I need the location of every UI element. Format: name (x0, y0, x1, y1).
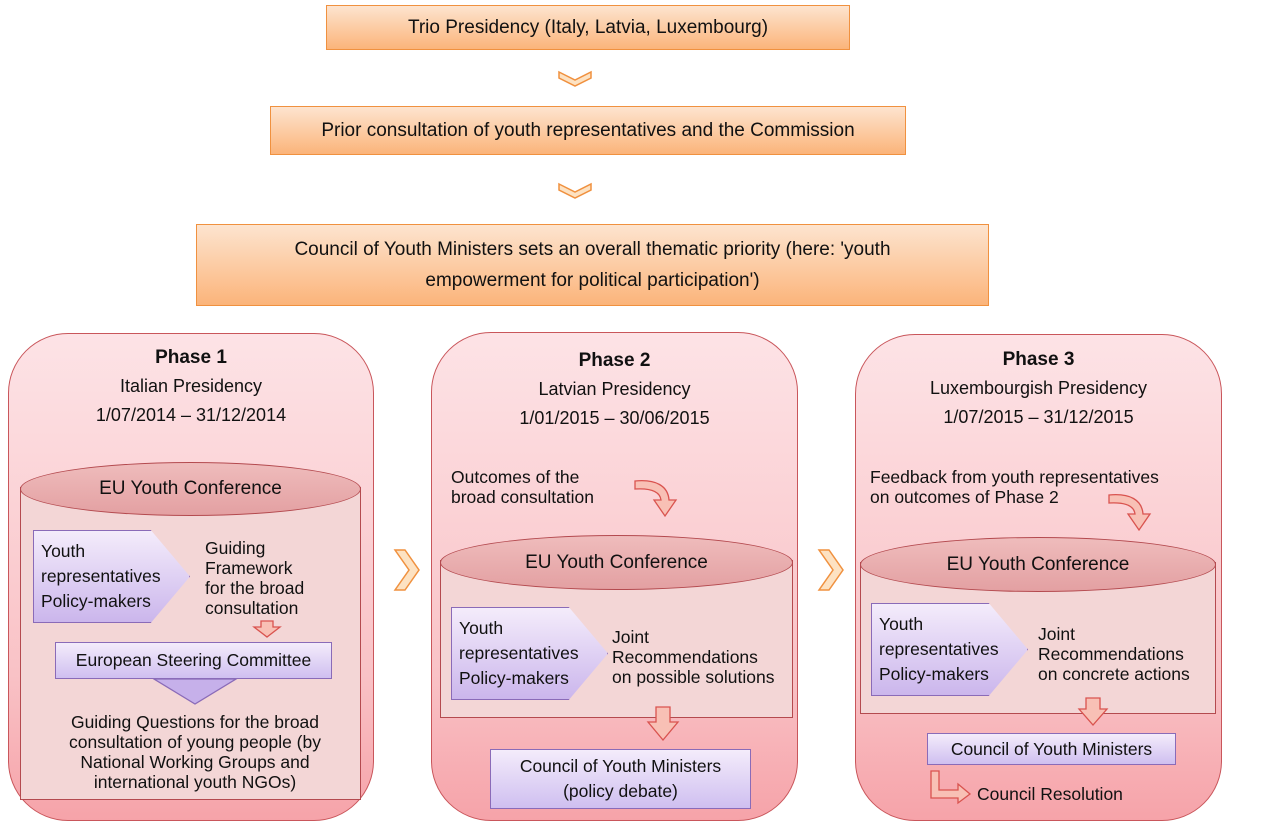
phase-2-outcomes: Outcomes of the broad consultation (451, 467, 594, 507)
arrow-down-icon (151, 678, 239, 705)
council-priority-box: Council of Youth Ministers sets an overa… (196, 224, 989, 306)
chevron-down-icon (558, 182, 592, 199)
council-resolution: Council Resolution (977, 784, 1123, 804)
steering-committee-label: European Steering Committee (75, 650, 312, 670)
text-line: Guiding Questions for the broad (70, 712, 320, 732)
participant-line: representatives (459, 643, 579, 663)
phase-1-title: Phase 1 (155, 347, 227, 368)
phase-2-conference-header: EU Youth Conference (440, 535, 793, 590)
text-line: National Working Groups and (80, 752, 310, 772)
phase-1-guiding-framework: Guiding Framework for the broad consulta… (205, 538, 304, 618)
phase-3-participants: Youth representatives Policy-makers (871, 603, 1028, 696)
text-line: on possible solutions (612, 667, 775, 687)
arrow-down-icon (646, 706, 680, 742)
text-line: consultation of young people (by (69, 732, 321, 752)
participant-line: Policy-makers (41, 591, 151, 611)
text-line: Outcomes of the (451, 467, 580, 487)
participant-line: Youth (41, 541, 86, 561)
text-line: consultation (205, 598, 299, 618)
phase-2-presidency: Latvian Presidency (538, 379, 691, 399)
phase-2-council: Council of Youth Ministers (policy debat… (490, 749, 751, 809)
text-line: on outcomes of Phase 2 (870, 487, 1059, 507)
text-line: Framework (205, 558, 293, 578)
phase-3-presidency: Luxembourgish Presidency (929, 378, 1148, 398)
phase-1-conference-title: EU Youth Conference (99, 478, 282, 499)
participant-line: Youth (879, 614, 924, 634)
text-line: for the broad (205, 578, 305, 598)
trio-presidency-text: Trio Presidency (Italy, Latvia, Luxembou… (407, 17, 769, 38)
phase-2-recommendations: Joint Recommendations on possible soluti… (612, 627, 774, 687)
curved-arrow-icon (1108, 494, 1152, 532)
phase-2-participants: Youth representatives Policy-makers (451, 607, 608, 700)
phase-3-recommendations: Joint Recommendations on concrete action… (1038, 624, 1190, 684)
phase-3-council: Council of Youth Ministers (927, 733, 1176, 765)
trio-presidency-box: Trio Presidency (Italy, Latvia, Luxembou… (326, 5, 850, 50)
text-line: Feedback from youth representatives (870, 467, 1159, 487)
text-line: international youth NGOs) (93, 772, 297, 792)
phase-1-conference-header: EU Youth Conference (20, 462, 361, 516)
bent-arrow-icon (930, 770, 972, 805)
phase-3-feedback: Feedback from youth representatives on o… (870, 467, 1159, 507)
phase-2-conference-title: EU Youth Conference (525, 551, 708, 573)
text-line: Joint (1038, 624, 1075, 644)
participant-line: Policy-makers (459, 668, 569, 688)
phase-3-dates: 1/07/2015 – 31/12/2015 (943, 407, 1134, 427)
prior-consultation-box: Prior consultation of youth representati… (270, 106, 906, 155)
phase-2-title: Phase 2 (578, 350, 651, 371)
arrow-down-icon (252, 620, 282, 638)
phase-1-dates: 1/07/2014 – 31/12/2014 (95, 405, 287, 425)
arrow-down-icon (1077, 697, 1109, 726)
european-steering-committee: European Steering Committee (55, 642, 332, 679)
phase-1-participants: Youth representatives Policy-makers (33, 530, 190, 623)
text-line: Council of Youth Ministers (519, 756, 722, 776)
chevron-down-icon (558, 70, 592, 87)
text-line: on concrete actions (1038, 664, 1190, 684)
council-priority-text: Council of Youth Ministers sets an overa… (294, 239, 891, 291)
participant-line: representatives (879, 639, 999, 659)
participant-line: Policy-makers (879, 664, 989, 684)
phase-1-presidency: Italian Presidency (119, 376, 263, 396)
text-line: Recommendations (1038, 644, 1184, 664)
text-line: (policy debate) (563, 781, 678, 801)
phase-1-guiding-questions: Guiding Questions for the broad consulta… (30, 712, 360, 792)
phase-2-dates: 1/01/2015 – 30/06/2015 (519, 408, 710, 428)
chevron-right-icon (393, 549, 420, 591)
text-line: Joint (612, 627, 649, 647)
text-line: broad consultation (451, 487, 595, 507)
phase-3-conference-title: EU Youth Conference (946, 553, 1130, 575)
participant-line: Youth (459, 618, 504, 638)
chevron-right-icon (817, 549, 844, 591)
participant-line: representatives (41, 566, 161, 586)
phase-3-title: Phase 3 (1002, 349, 1075, 370)
council-label: Council of Youth Ministers (950, 738, 1153, 759)
phase-3-conference-header: EU Youth Conference (860, 537, 1216, 592)
text-line: Recommendations (612, 647, 758, 667)
text-line: Guiding (205, 538, 266, 558)
curved-arrow-icon (634, 480, 678, 518)
prior-consultation-text: Prior consultation of youth representati… (321, 120, 855, 141)
